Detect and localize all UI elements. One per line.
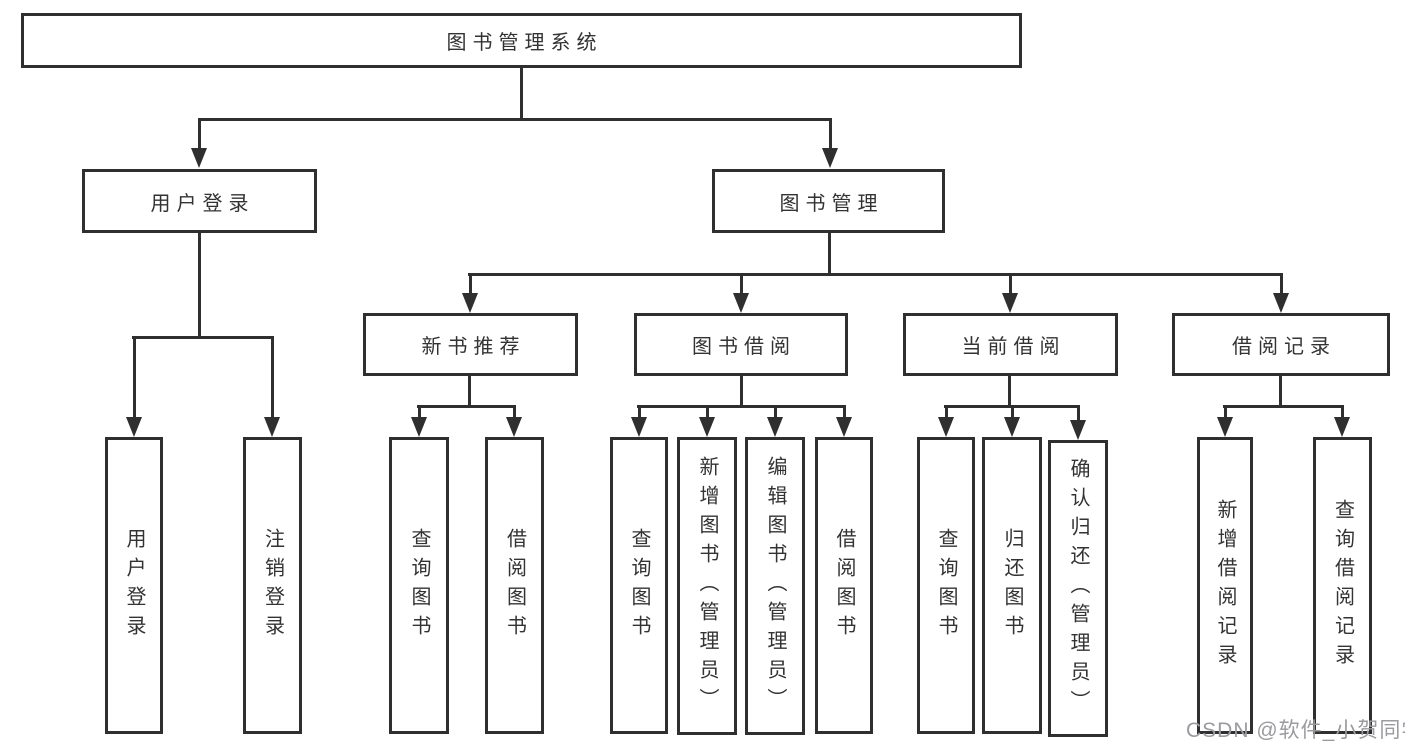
connector-line <box>469 273 472 295</box>
connector-line <box>417 405 516 408</box>
arrow-down-icon <box>699 417 715 437</box>
connector-line <box>198 118 832 121</box>
arrow-down-icon <box>1217 417 1233 437</box>
arrow-down-icon <box>264 417 280 437</box>
connector-line <box>468 273 1282 276</box>
connector-line <box>740 273 743 295</box>
connector-line <box>1280 273 1283 295</box>
connector-line <box>271 336 274 419</box>
leaf-borrow-books-recommend: 借阅图书 <box>485 437 544 734</box>
connector-line <box>1077 405 1080 422</box>
arrow-down-icon <box>1334 417 1350 437</box>
connector-line <box>133 336 136 419</box>
leaf-add-books-admin: 新增图书（管理员） <box>677 437 737 735</box>
arrow-down-icon <box>1002 293 1018 313</box>
connector-line <box>1009 273 1012 295</box>
connector-line <box>740 376 743 408</box>
connector-line <box>1279 376 1282 408</box>
arrow-down-icon <box>733 293 749 313</box>
leaf-user-login: 用户登录 <box>105 437 163 734</box>
leaf-edit-books-admin: 编辑图书（管理员） <box>745 437 805 735</box>
connector-line <box>638 405 641 419</box>
connector-line <box>513 405 516 419</box>
connector-line <box>198 233 201 339</box>
node-new-book-recommendation: 新书推荐 <box>363 313 578 376</box>
connector-line <box>198 118 201 150</box>
leaf-query-books-recommend: 查询图书 <box>389 437 449 734</box>
arrow-down-icon <box>1070 420 1086 440</box>
arrow-down-icon <box>462 293 478 313</box>
connector-line <box>1223 405 1344 408</box>
arrow-down-icon <box>938 417 954 437</box>
connector-line <box>1008 376 1011 408</box>
leaf-confirm-return-admin: 确认归还（管理员） <box>1048 440 1108 737</box>
arrow-down-icon <box>411 417 427 437</box>
arrow-down-icon <box>836 417 852 437</box>
leaf-query-books-borrowing: 查询图书 <box>610 437 668 734</box>
connector-line <box>637 405 846 408</box>
leaf-add-borrow-record: 新增借阅记录 <box>1197 437 1253 734</box>
connector-line <box>828 233 831 276</box>
arrow-down-icon <box>1004 417 1020 437</box>
csdn-watermark: CSDN @软件_小贺同学 <box>1186 719 1405 742</box>
connector-line <box>520 68 523 121</box>
node-book-borrowing: 图书借阅 <box>634 313 848 376</box>
connector-line <box>1224 405 1227 419</box>
connector-line <box>132 336 274 339</box>
connector-line <box>706 405 709 419</box>
leaf-borrow-books-borrowing: 借阅图书 <box>815 437 873 734</box>
connector-line <box>418 405 421 419</box>
node-book-management: 图书管理 <box>712 169 945 233</box>
node-current-borrowing: 当前借阅 <box>903 313 1118 376</box>
arrow-down-icon <box>822 148 838 168</box>
leaf-return-books: 归还图书 <box>982 437 1042 734</box>
node-user-login: 用户登录 <box>82 169 317 233</box>
arrow-down-icon <box>506 417 522 437</box>
arrow-down-icon <box>191 148 207 168</box>
leaf-logout: 注销登录 <box>243 437 302 734</box>
leaf-query-borrow-record: 查询借阅记录 <box>1313 437 1372 734</box>
arrow-down-icon <box>767 417 783 437</box>
connector-line <box>468 376 471 408</box>
arrow-down-icon <box>1273 293 1289 313</box>
connector-line <box>1341 405 1344 419</box>
connector-line <box>843 405 846 419</box>
connector-line <box>1011 405 1014 419</box>
node-borrowing-records: 借阅记录 <box>1172 313 1390 376</box>
connector-line <box>774 405 777 419</box>
arrow-down-icon <box>126 417 142 437</box>
connector-line <box>945 405 948 419</box>
leaf-query-books-current: 查询图书 <box>917 437 975 734</box>
connector-line <box>829 118 832 150</box>
arrow-down-icon <box>631 417 647 437</box>
node-library-management-system: 图书管理系统 <box>21 13 1022 68</box>
